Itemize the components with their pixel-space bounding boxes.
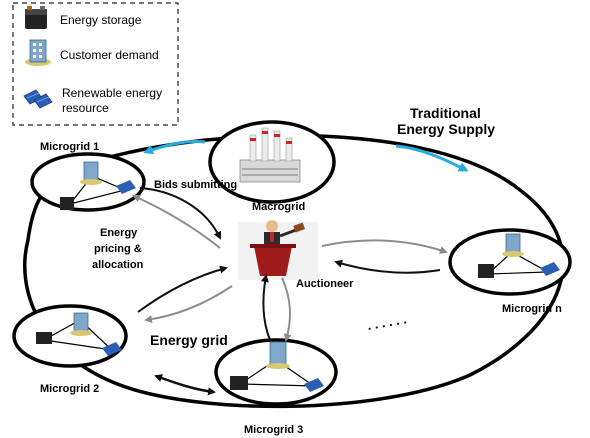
traditional-supply-line1: Traditional <box>410 105 481 121</box>
microgrid-3 <box>214 338 338 406</box>
mg3-arrow-black <box>260 274 271 341</box>
battery-icon <box>478 264 494 278</box>
solar-panel-icon <box>116 180 136 194</box>
bids-submitting-label: Bids submitting <box>154 179 237 191</box>
solar-panel-icon <box>540 262 560 276</box>
pricing-label-line3: allocation <box>92 259 144 271</box>
bids-arrow-black <box>139 187 222 240</box>
mgn-arrow-gray <box>321 239 448 254</box>
energy-grid-loop <box>23 133 565 409</box>
solar-panel-icon <box>102 342 122 356</box>
legend-label-renewable-line1: Renewable energy <box>62 86 162 100</box>
building-icon <box>266 341 290 369</box>
legend: Energy storage Customer demand Renewable… <box>12 2 179 126</box>
bids-arrow-gray <box>132 194 221 249</box>
macrogrid <box>208 120 336 204</box>
microgrid-2-label: Microgrid 2 <box>40 383 99 395</box>
microgrid-n <box>448 228 572 296</box>
microgrid-1 <box>30 152 146 212</box>
legend-label-renewable-line2: resource <box>62 101 109 115</box>
microgrid-n-label: Microgrid n <box>502 303 562 315</box>
battery-icon <box>230 376 248 390</box>
auctioneer-icon <box>250 220 306 276</box>
auctioneer <box>238 220 318 280</box>
pricing-label-line2: pricing & <box>94 243 142 255</box>
microgrid-3-label: Microgrid 3 <box>244 424 303 436</box>
macrogrid-label: Macrogrid <box>252 201 305 213</box>
microgrid-1-label: Microgrid 1 <box>40 141 99 153</box>
microgrid-2 <box>12 304 128 368</box>
legend-label-energy-storage: Energy storage <box>60 13 142 27</box>
traditional-supply-line2: Energy Supply <box>397 121 495 137</box>
pricing-label-line1: Energy <box>100 227 138 239</box>
building-icon <box>25 39 51 66</box>
building-icon <box>70 312 92 336</box>
mg2-arrow-black <box>137 265 228 313</box>
battery-icon <box>25 6 47 29</box>
power-plant-icon <box>239 127 301 183</box>
auctioneer-label: Auctioneer <box>296 278 354 290</box>
building-icon <box>80 161 102 185</box>
solar-panel-icon <box>23 89 53 109</box>
building-icon <box>502 233 524 257</box>
ellipsis-label: . . . . . . <box>366 311 408 333</box>
mg2-mg3-arrow <box>154 374 216 396</box>
mg3-arrow-gray <box>281 277 292 342</box>
blue-arrow-right <box>395 144 469 172</box>
blue-arrow-left <box>143 140 206 155</box>
mgn-arrow-black <box>334 259 441 274</box>
battery-icon <box>36 332 52 344</box>
legend-label-customer-demand: Customer demand <box>60 48 159 62</box>
solar-panel-icon <box>304 378 324 392</box>
battery-icon <box>60 197 74 210</box>
mg2-arrow-gray <box>144 285 233 324</box>
energy-grid-label: Energy grid <box>150 332 228 348</box>
